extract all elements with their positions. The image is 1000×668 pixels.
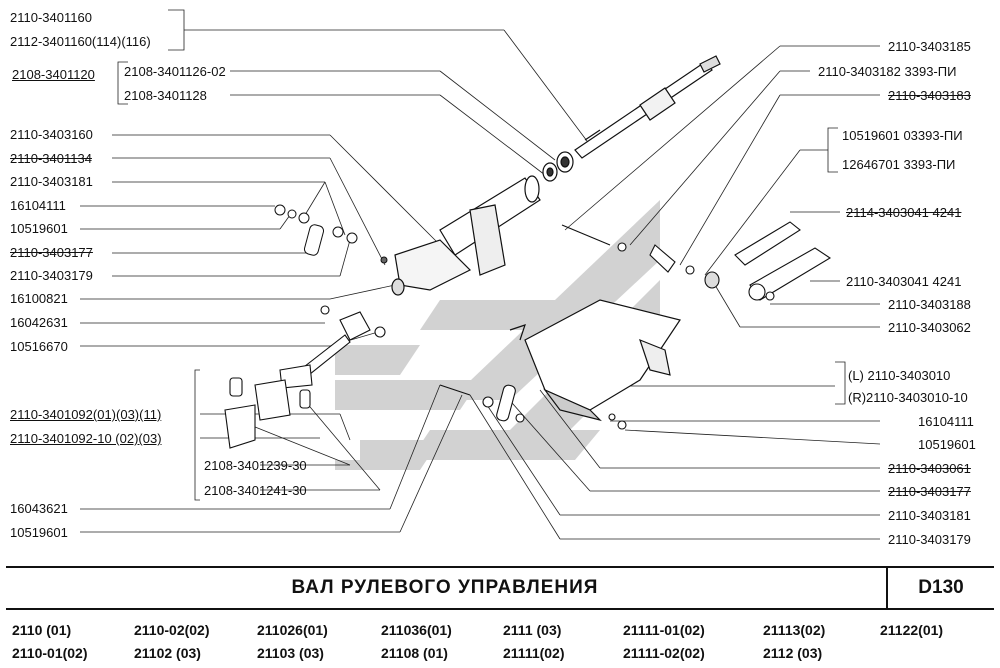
model-entry: 211026(01) [257, 622, 328, 638]
part-label: 16043621 [10, 501, 68, 516]
model-entry: 2112 (03) [763, 645, 823, 661]
page-code: D130 [918, 577, 964, 598]
part-label: 16104111 [918, 414, 974, 429]
part-label: 2110-3401134 [10, 151, 92, 166]
model-entry: 2110-02(02) [134, 622, 210, 638]
model-entry: 211036(01) [381, 622, 452, 638]
part-label: 2108-3401126-02 [124, 64, 226, 79]
part-label: 2110-3403182 3393-ПИ [818, 64, 957, 79]
part-label: 10519601 [10, 221, 68, 236]
part-label: 2108-3401239-30 [204, 458, 307, 473]
model-entry: 21113(02) [763, 622, 826, 638]
part-label: 10519601 [918, 437, 976, 452]
bearings [542, 151, 574, 182]
part-label: 2110-3403188 [888, 297, 971, 312]
part-label: 16042631 [10, 315, 68, 330]
part-label: 2110-3403061 [888, 461, 971, 476]
part-label: (R)2110-3403010-10 [848, 390, 968, 405]
part-label: 2108-3401241-30 [204, 483, 307, 498]
small-hardware-left [274, 204, 388, 264]
part-label: 16104111 [10, 198, 66, 213]
leader-lines [80, 9, 881, 540]
part-label: 10516670 [10, 339, 68, 354]
part-label: 10519601 [10, 525, 68, 540]
model-entry: 21111-02(02) [623, 645, 705, 661]
part-label: 2110-3403177 [888, 484, 971, 499]
part-label: 2110-3403181 [10, 174, 93, 189]
model-entry: 21102 (03) [134, 645, 201, 661]
mounting-bracket [509, 299, 681, 422]
part-label: 2108-3401128 [124, 88, 207, 103]
part-label: 2112-3401160(114)(116) [10, 34, 151, 49]
part-label: 2110-3401160 [10, 10, 92, 25]
part-label: 2110-3401092-10 (02)(03) [10, 431, 162, 446]
bolt-and-bushings [439, 224, 720, 430]
part-label: 12646701 3393-ПИ [842, 157, 956, 172]
part-label: 2114-3403041 4241 [846, 205, 962, 220]
steering-column-tube [391, 175, 541, 296]
title-bar: ВАЛ РУЛЕВОГО УПРАВЛЕНИЯ D130 [6, 566, 994, 610]
model-entry: 21122(01) [880, 622, 944, 638]
part-label: 2110-3403160 [10, 127, 93, 142]
model-entry: 21111-01(02) [623, 622, 705, 638]
part-label: 2108-3401120 [12, 67, 95, 82]
page-title: ВАЛ РУЛЕВОГО УПРАВЛЕНИЯ [291, 577, 599, 598]
part-label: 2110-3403179 [10, 268, 93, 283]
steering-shaft-diagram [80, 9, 881, 540]
model-entry: 21103 (03) [257, 645, 324, 661]
part-label: 2110-3403177 [10, 245, 93, 260]
part-label: (L) 2110-3403010 [848, 368, 951, 383]
part-label: 2110-3403179 [888, 532, 971, 547]
part-label: 2110-3403185 [888, 39, 971, 54]
part-label: 10519601 03393-ПИ [842, 128, 963, 143]
model-entry: 2110 (01) [12, 622, 72, 638]
model-entry: 21108 (01) [381, 645, 448, 661]
part-label: 2110-3403041 4241 [846, 274, 962, 289]
model-entry: 2110-01(02) [12, 645, 88, 661]
steering-shaft [574, 55, 721, 159]
adjust-levers [734, 221, 832, 301]
part-label: 2110-3403181 [888, 508, 971, 523]
title-divider [886, 568, 888, 608]
model-entry: 2111 (03) [503, 622, 562, 638]
part-label: 2110-3401092(01)(03)(11) [10, 407, 162, 422]
part-label: 2110-3403183 [888, 88, 971, 103]
part-label: 16100821 [10, 291, 68, 306]
intermediate-shaft [224, 305, 386, 449]
model-entry: 21111(02) [503, 645, 565, 661]
part-label: 2110-3403062 [888, 320, 971, 335]
